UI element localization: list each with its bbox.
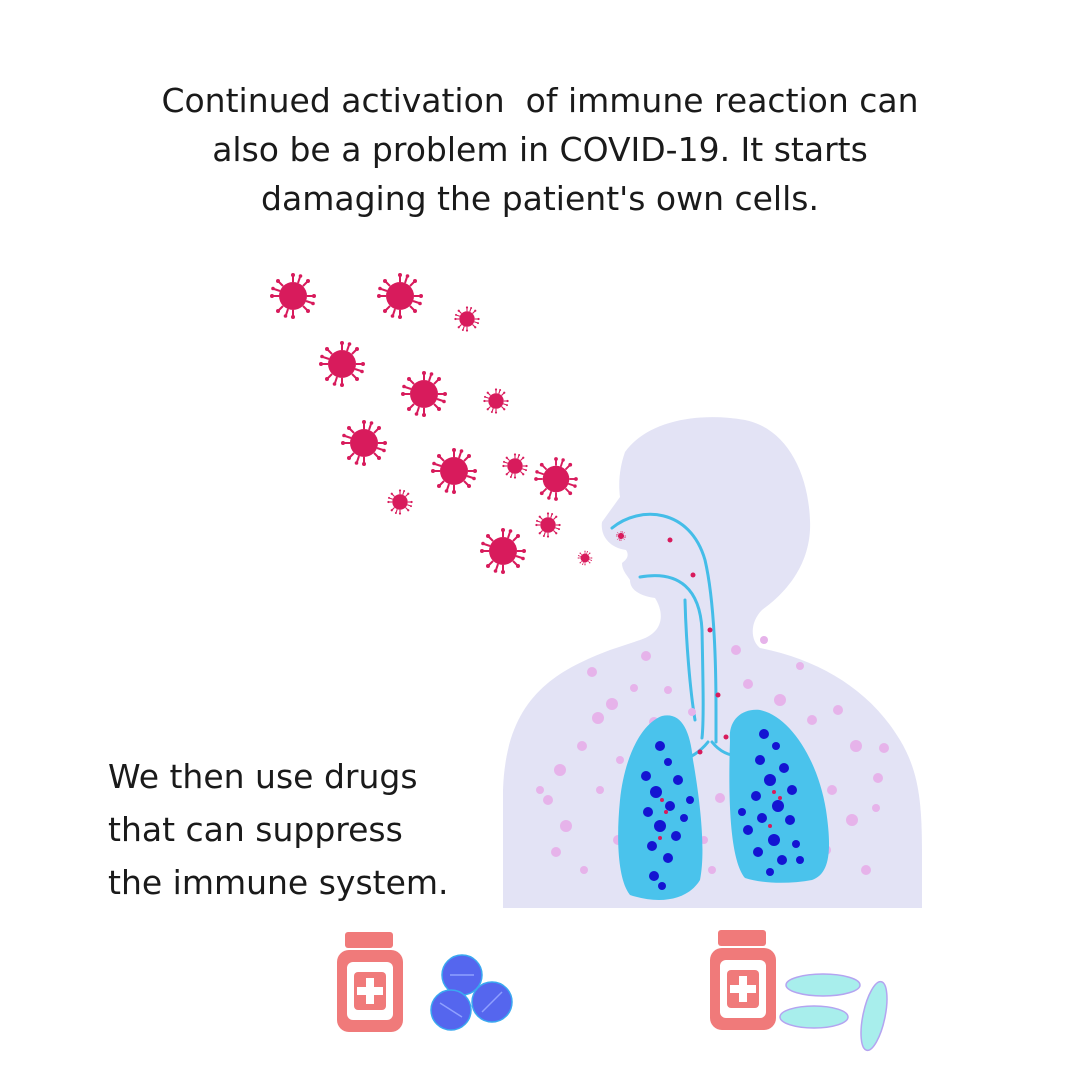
capsule-pills-icon (779, 973, 888, 1052)
headline-line-1: Continued activation of immune reaction … (161, 81, 919, 120)
virus-icon (400, 370, 448, 418)
caption-line-3: the immune system. (108, 863, 449, 902)
virus-icon (501, 452, 529, 480)
caption-line-1: We then use drugs (108, 757, 418, 796)
virus-icon (386, 488, 414, 516)
round-pills-icon (430, 954, 513, 1031)
virus-particles (658, 537, 782, 840)
immune-cells (641, 729, 804, 890)
medicine-bottle-icon (337, 932, 403, 1032)
headline: Continued activation of immune reaction … (100, 76, 980, 223)
caption-line-2: that can suppress (108, 810, 403, 849)
virus-icon (318, 340, 366, 388)
virus-icon (482, 387, 510, 415)
virus-icon (453, 305, 481, 333)
virus-icon (376, 272, 424, 320)
virus-icon (479, 527, 527, 575)
lungs-icon (618, 709, 830, 900)
caption: We then use drugs that can suppress the … (108, 750, 449, 909)
virus-icon (430, 447, 478, 495)
medicine-bottle-icon (710, 930, 776, 1030)
virus-icon (340, 419, 388, 467)
human-silhouette-icon (503, 417, 922, 908)
headline-line-2: also be a problem in COVID-19. It starts (212, 130, 868, 169)
virus-icon (615, 530, 627, 542)
headline-line-3: damaging the patient's own cells. (261, 179, 819, 218)
virus-icon (533, 456, 579, 502)
virus-cluster (269, 272, 593, 575)
virus-icon (577, 550, 593, 566)
virus-icon (269, 272, 317, 320)
virus-icon (534, 511, 562, 539)
